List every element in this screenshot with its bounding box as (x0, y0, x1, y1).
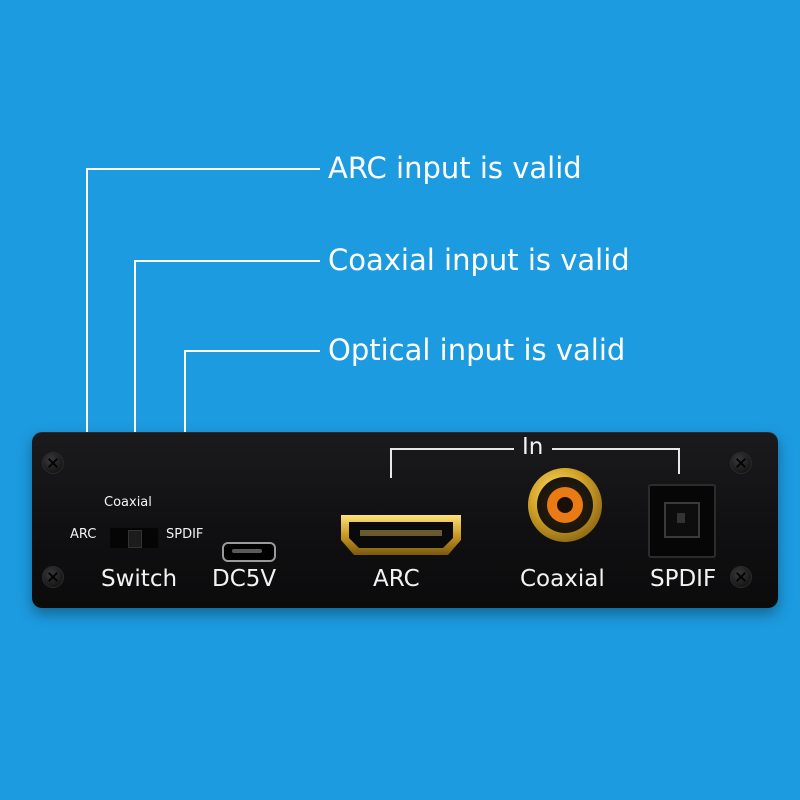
switch-position-coaxial-label: Coaxial (104, 495, 152, 510)
hdmi-port-icon[interactable] (338, 512, 464, 558)
screw-icon (730, 566, 752, 588)
switch-knob[interactable] (128, 530, 142, 548)
slide-switch-icon[interactable] (110, 528, 158, 548)
callout-coaxial: Coaxial input is valid (328, 243, 630, 277)
arc-label: ARC (373, 566, 420, 592)
leader-coaxial-vertical (134, 260, 136, 488)
leader-arc-horizontal (86, 168, 320, 170)
optical-port-icon[interactable] (648, 484, 716, 558)
usb-port-icon[interactable] (222, 542, 276, 562)
callout-arc: ARC input is valid (328, 151, 582, 185)
input-bracket-left (390, 448, 392, 478)
rca-center-pin (557, 497, 573, 513)
coaxial-label: Coaxial (520, 566, 605, 592)
optical-port-shutter (664, 502, 700, 538)
screw-icon (42, 566, 64, 588)
leader-optical-horizontal (184, 350, 320, 352)
screw-icon (42, 452, 64, 474)
input-bracket-top-left (390, 448, 514, 450)
leader-arc-vertical (86, 168, 88, 530)
input-group-label: In (522, 434, 544, 460)
input-bracket-top-right (552, 448, 680, 450)
switch-position-arc-label: ARC (70, 527, 97, 542)
switch-position-spdif-label: SPDIF (166, 527, 204, 542)
leader-coaxial-horizontal (134, 260, 320, 262)
power-label: DC5V (212, 566, 277, 592)
input-bracket-right (678, 448, 680, 474)
rca-jack-icon[interactable] (528, 468, 602, 542)
spdif-label: SPDIF (650, 566, 717, 592)
callout-optical: Optical input is valid (328, 333, 626, 367)
screw-icon (730, 452, 752, 474)
switch-label: Switch (101, 566, 178, 592)
